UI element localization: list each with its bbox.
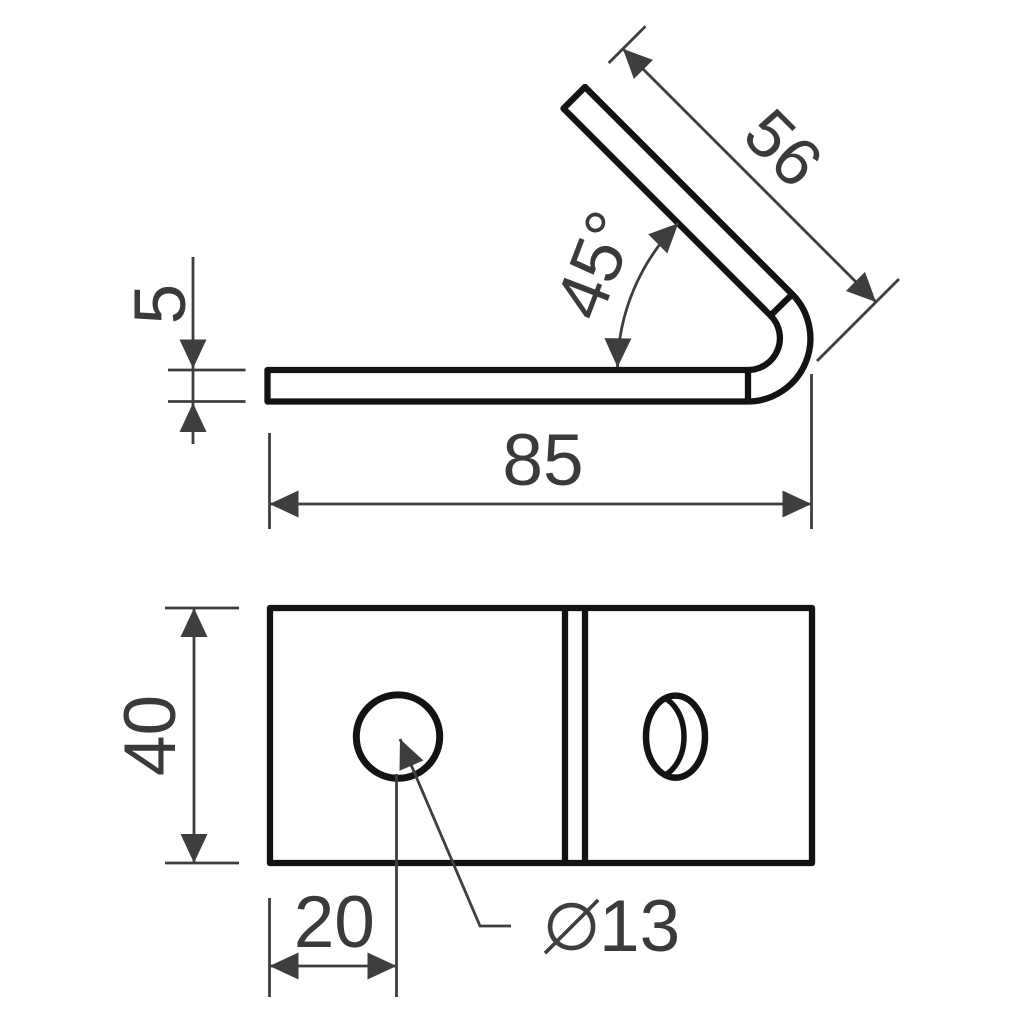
svg-text:56: 56 (730, 95, 837, 202)
svg-text:13: 13 (599, 886, 680, 967)
svg-text:45°: 45° (540, 201, 652, 330)
svg-text:85: 85 (502, 420, 583, 501)
svg-text:40: 40 (110, 695, 191, 776)
svg-text:5: 5 (120, 284, 201, 325)
svg-text:20: 20 (294, 882, 375, 963)
